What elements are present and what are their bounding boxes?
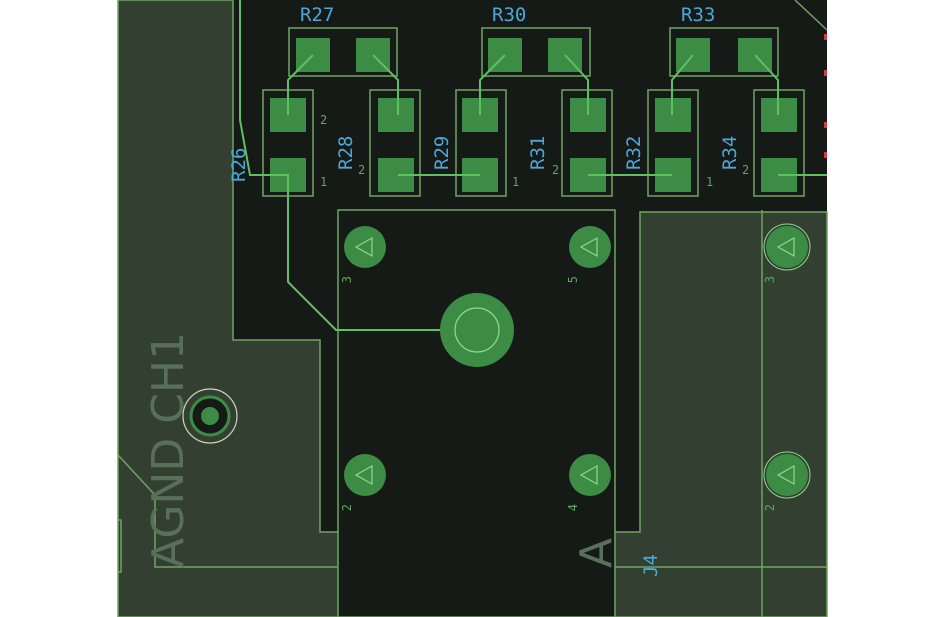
pad-number-markers: 2 1 2 1 2 1 2 bbox=[320, 113, 749, 189]
ref-label: R32 bbox=[623, 136, 645, 170]
traces bbox=[239, 0, 827, 331]
ref-label: R31 bbox=[527, 136, 549, 170]
svg-text:2: 2 bbox=[552, 163, 559, 177]
connector-pin[interactable]: 4 bbox=[566, 454, 611, 511]
ref-label: R33 bbox=[681, 4, 715, 26]
ref-label: R30 bbox=[492, 4, 526, 26]
svg-text:3: 3 bbox=[763, 276, 777, 283]
svg-text:5: 5 bbox=[566, 276, 580, 283]
pad[interactable] bbox=[378, 98, 414, 132]
ref-label: R34 bbox=[719, 136, 741, 170]
connector-pin[interactable]: 2 bbox=[763, 451, 811, 511]
svg-text:2: 2 bbox=[742, 163, 749, 177]
connector-pin[interactable]: 2 bbox=[340, 454, 386, 511]
connector-center-pin[interactable] bbox=[440, 293, 514, 367]
svg-text:2: 2 bbox=[340, 504, 354, 511]
board-edge-mark bbox=[118, 519, 122, 573]
svg-text:4: 4 bbox=[566, 504, 580, 511]
connector-body bbox=[337, 209, 616, 617]
svg-text:2: 2 bbox=[763, 504, 777, 511]
svg-text:3: 3 bbox=[340, 276, 354, 283]
copper-pour-left bbox=[117, 0, 828, 617]
silkscreen-net-label: AGND CH1 bbox=[143, 332, 194, 568]
connector-pin[interactable]: 5 bbox=[566, 226, 611, 283]
svg-text:2: 2 bbox=[358, 163, 365, 177]
svg-text:1: 1 bbox=[706, 175, 713, 189]
silkscreen-marker: A bbox=[571, 538, 622, 568]
connector-right-partial[interactable]: 3 2 bbox=[763, 223, 811, 511]
ref-label: R27 bbox=[300, 4, 334, 26]
red-edge-markers bbox=[824, 34, 827, 158]
connector-pin[interactable]: 3 bbox=[340, 226, 386, 283]
connector-ref-label: J4 bbox=[640, 554, 662, 577]
copper-pour-right-edge bbox=[794, 0, 828, 31]
resistor-r28[interactable]: R28 bbox=[335, 89, 421, 197]
svg-text:2: 2 bbox=[320, 113, 327, 127]
connector-pin[interactable]: 3 bbox=[763, 223, 811, 283]
ref-label: R26 bbox=[228, 148, 250, 182]
ref-label: R29 bbox=[431, 136, 453, 170]
svg-text:1: 1 bbox=[512, 175, 519, 189]
ref-label: R28 bbox=[335, 136, 357, 170]
mounting-via[interactable] bbox=[182, 388, 238, 444]
connector-j4[interactable]: 3 5 2 4 J4 bbox=[340, 226, 662, 577]
svg-text:1: 1 bbox=[320, 175, 327, 189]
